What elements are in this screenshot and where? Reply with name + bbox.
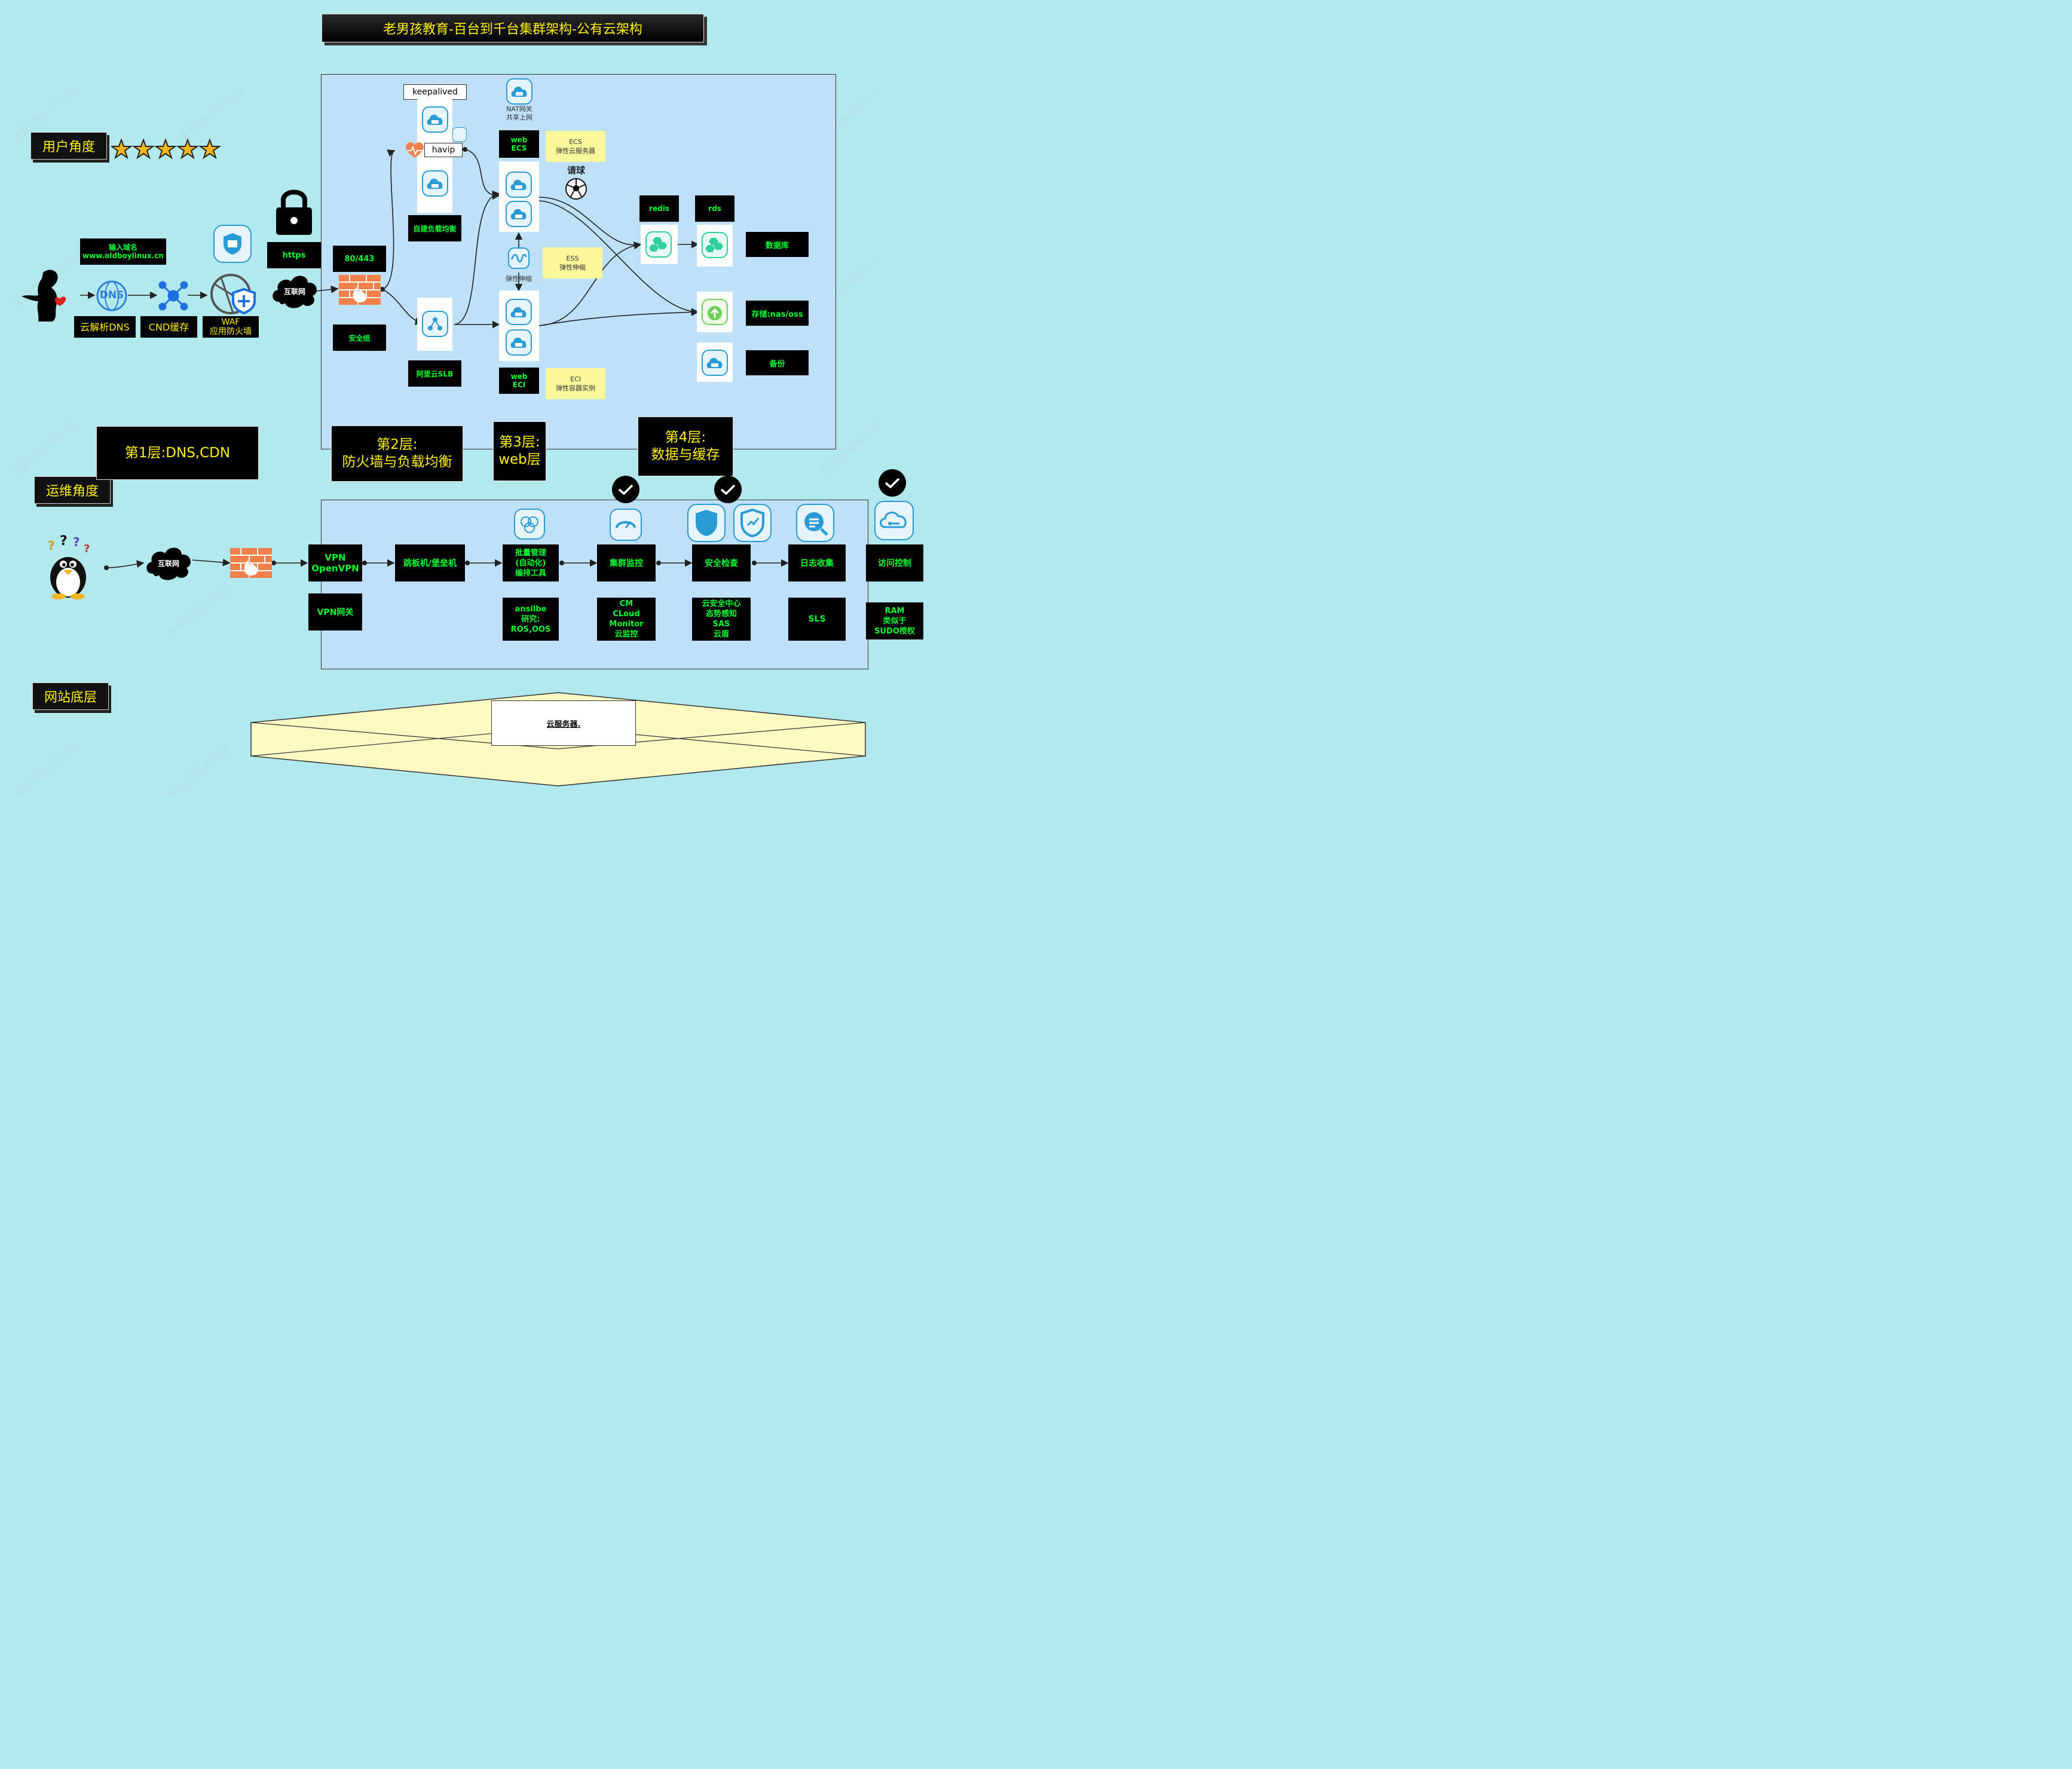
layer-1-label: 第1层:DNS,CDN (96, 426, 259, 480)
eci-container-icon (506, 329, 532, 356)
layer-4-label: 第4层: 数据与缓存 (638, 417, 733, 476)
slb-icon (422, 311, 448, 337)
soccer-ball-icon (565, 177, 587, 203)
security-shield-icon (687, 504, 726, 542)
storage-icon (702, 299, 728, 325)
ansible-box: ansilbe 研究: ROS,OOS (503, 598, 559, 641)
confused-penguin-icon: ? ? ? ? (42, 534, 94, 602)
internet-cloud: 互联网 (271, 272, 319, 311)
batch-management-icon (514, 509, 545, 540)
jump-server-box: 跳板机/堡垒机 (395, 544, 465, 581)
batch-management-box: 批量管理 (自动化) 编排工具 (503, 544, 559, 581)
ops-internet-label: 互联网 (157, 559, 179, 568)
internet-label: 互联网 (283, 287, 305, 296)
ecs-note: ECS 弹性云服务器 (546, 131, 605, 162)
security-group-box: 安全组 (333, 325, 386, 351)
ecs-server-icon (506, 172, 532, 198)
nat-gateway-icon (506, 78, 532, 105)
web-eci-box: web ECI (499, 368, 539, 394)
https-box: https (267, 242, 321, 268)
redis-icon (645, 231, 672, 258)
port-80-443-box: 80/443 (333, 246, 386, 272)
connectors (80, 147, 789, 570)
svg-text:?: ? (48, 538, 55, 553)
star-icon (176, 138, 200, 160)
page-title: 老男孩教育-百台到千台集群架构-公有云架构 (322, 14, 704, 42)
aliyun-slb-box: 阿里云SLB (408, 360, 461, 387)
waf-globe-shield-icon (209, 273, 258, 318)
ecs-server-icon (506, 201, 532, 227)
server-cloud-icon (422, 170, 448, 197)
svg-text:?: ? (60, 534, 68, 549)
check-circle-icon (714, 476, 742, 503)
log-search-icon (796, 504, 834, 542)
lock-icon (275, 187, 313, 238)
rds-box: rds (695, 195, 734, 222)
auto-scaling-icon (508, 247, 530, 269)
storage-box: 存储:nas/oss (746, 301, 809, 326)
sls-box: SLS (788, 598, 846, 641)
vpn-gateway-box: VPN网关 (308, 593, 362, 631)
cloud-dns-label: 云解析DNS (74, 316, 136, 338)
ess-note: ESS 弹性伸缩 (543, 247, 602, 278)
redis-box: redis (639, 195, 679, 222)
check-circle-icon (879, 469, 906, 497)
nat-gateway-label: NAT网关 共享上网 (506, 105, 532, 121)
cloud-security-center-box: 云安全中心 态势感知 SAS 云盾 (692, 598, 751, 641)
heartbeat-icon (405, 141, 425, 161)
ops-firewall-icon (230, 548, 272, 580)
ram-box: RAM 类似于 SUDO授权 (866, 602, 923, 639)
cloud-server-box: 云服务器. (491, 700, 636, 746)
firewall-shield-icon (213, 225, 252, 263)
self-lb-box: 自建负载均衡 (408, 215, 461, 241)
cloud-monitor-box: CM CLoud Monitor 云监控 (597, 598, 656, 641)
ops-panel (321, 500, 868, 669)
eci-container-icon (506, 299, 532, 325)
cluster-monitor-box: 集群监控 (597, 544, 656, 581)
auto-scaling-label: 弹性伸缩 (506, 275, 532, 283)
web-ecs-box: web ECS (499, 130, 539, 158)
label-user-perspective: 用户角度 (30, 132, 107, 160)
svg-text:?: ? (73, 535, 80, 549)
layer-2-label: 第2层: 防火墙与负载均衡 (331, 426, 463, 482)
cloud-server-label: 云服务器. (546, 720, 581, 729)
waf-label: WAF 应用防火墙 (203, 316, 259, 338)
five-star-rating (109, 138, 222, 163)
firewall-brick-icon (339, 275, 381, 307)
vip-icon (452, 127, 467, 142)
access-control-icon (874, 501, 914, 540)
eci-note: ECI 弹性容器实例 (546, 368, 605, 399)
database-box: 数据库 (746, 232, 809, 257)
log-collection-box: 日志收集 (788, 544, 846, 581)
star-icon (154, 138, 177, 160)
ball-label: 请球 (567, 165, 585, 176)
rds-icon (702, 232, 728, 258)
star-icon (198, 138, 222, 160)
cdn-cache-label: CND缓存 (140, 316, 197, 338)
label-ops-perspective: 运维角度 (34, 476, 111, 504)
star-icon (131, 138, 155, 160)
cdn-network-icon (158, 280, 189, 314)
dns-icon-text: DNS (99, 289, 124, 301)
svg-text:?: ? (84, 543, 90, 555)
ops-internet-cloud: 互联网 (145, 544, 192, 583)
woman-silhouette-icon (20, 267, 75, 324)
dns-icon: DNS (96, 280, 128, 314)
keepalived-label: keepalived (403, 84, 467, 100)
domain-input-box: 输入域名 www.oldboylinux.cn (80, 238, 166, 265)
havip-label: havip (424, 143, 463, 157)
backup-box: 备份 (746, 350, 809, 375)
situation-awareness-icon (733, 504, 772, 542)
vpn-openvpn-box: VPN OpenVPN (308, 544, 362, 581)
monitor-icon (610, 509, 642, 541)
server-cloud-icon (422, 106, 448, 133)
star-icon (109, 138, 133, 160)
label-site-base: 网站底层 (32, 682, 109, 710)
layer-3-label: 第3层: web层 (493, 421, 546, 481)
check-circle-icon (612, 476, 639, 503)
access-control-box: 访问控制 (866, 544, 923, 581)
backup-icon (702, 350, 728, 376)
security-check-box: 安全检查 (692, 544, 751, 581)
